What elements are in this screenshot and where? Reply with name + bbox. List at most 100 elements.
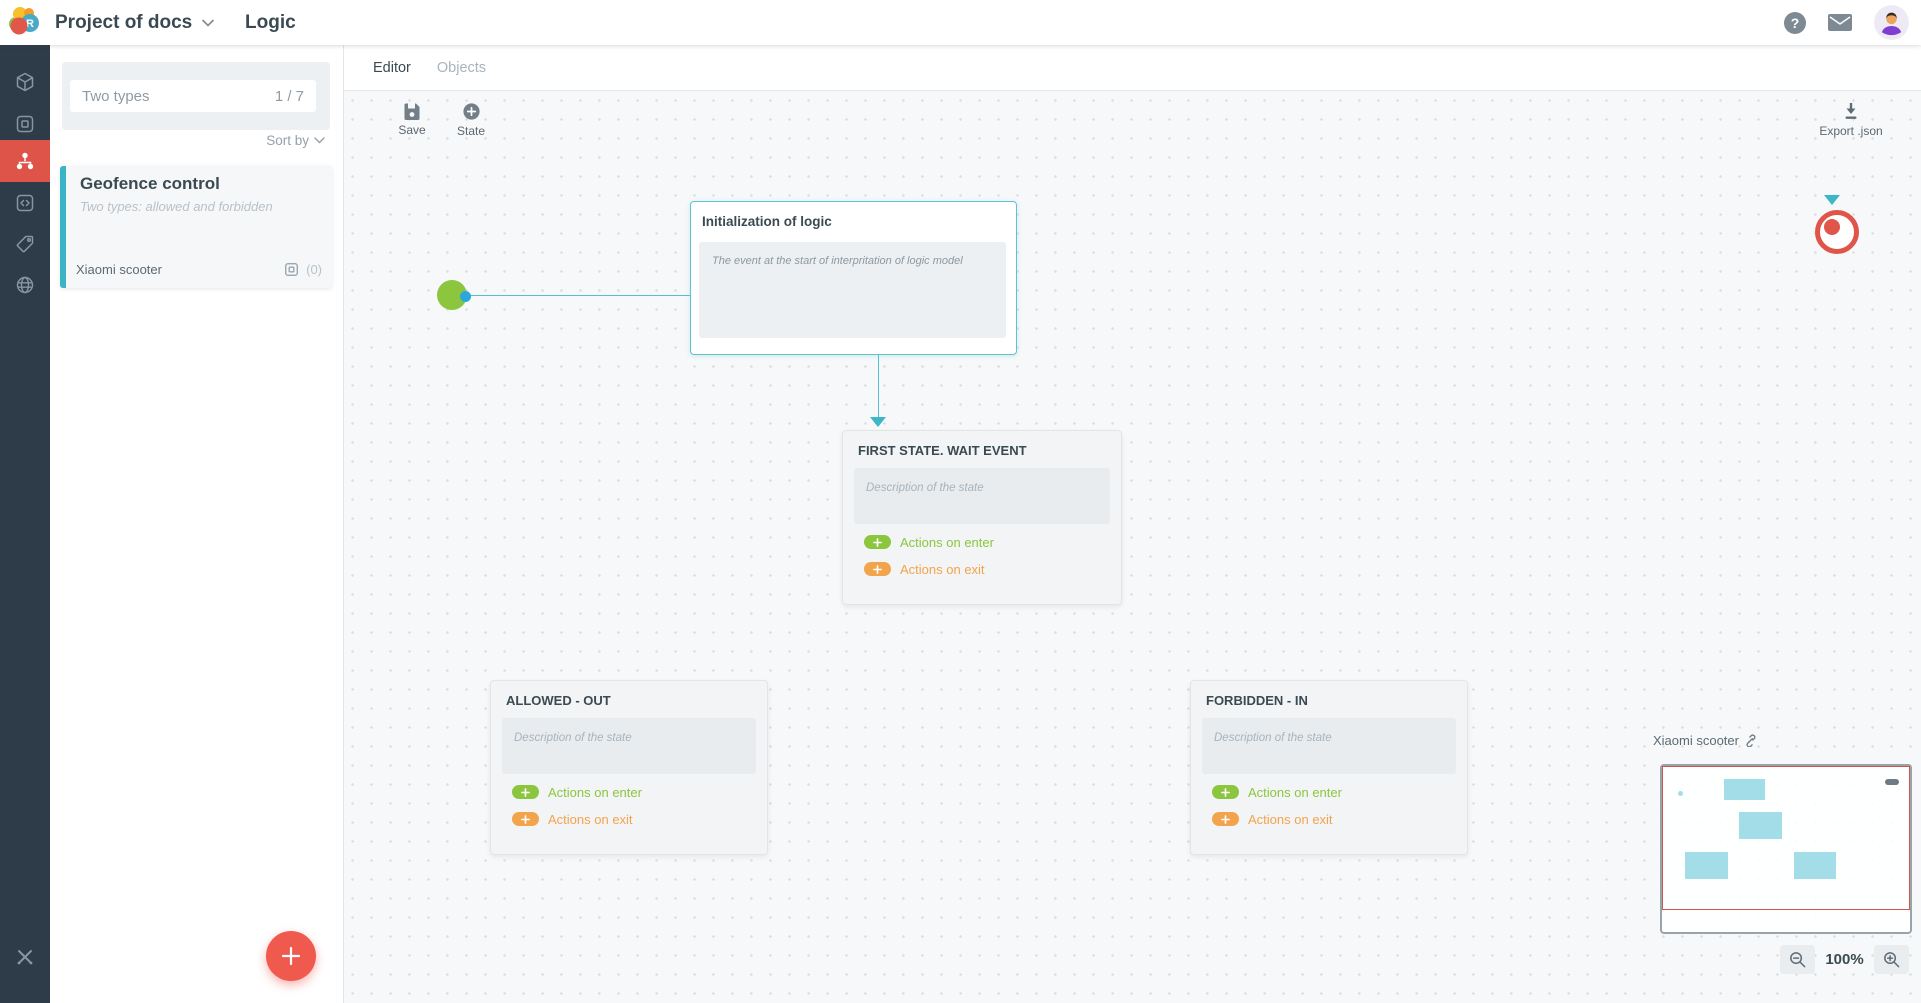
rightech-logo-icon[interactable]: R: [8, 6, 40, 38]
rail-item-logic-icon[interactable]: [0, 140, 50, 182]
sort-by-label: Sort by: [266, 133, 309, 148]
node-initialization-of-logic[interactable]: Initialization of logic The event at the…: [690, 201, 1017, 355]
link-icon[interactable]: [1744, 734, 1757, 747]
plus-icon[interactable]: [864, 562, 891, 576]
node-description[interactable]: The event at the start of interpritation…: [699, 242, 1006, 338]
export-json-label: Export .json: [1819, 124, 1883, 138]
minimap-forbidden-node: [1794, 852, 1836, 879]
minimap[interactable]: [1660, 764, 1912, 934]
bound-object-meta: (0): [283, 261, 322, 278]
sort-by-control[interactable]: Sort by: [266, 133, 325, 148]
zoom-in-icon: [1884, 952, 1900, 968]
plus-icon[interactable]: [1212, 812, 1239, 826]
zoom-level: 100%: [1825, 951, 1864, 968]
description-placeholder: Description of the state: [514, 732, 632, 744]
zoom-in-button[interactable]: [1874, 945, 1909, 974]
side-rail: [0, 45, 50, 1003]
node-forbidden-in[interactable]: FORBIDDEN - IN Description of the state …: [1190, 680, 1468, 855]
node-title: FORBIDDEN - IN: [1206, 693, 1308, 708]
zoom-out-button[interactable]: [1780, 945, 1815, 974]
actions-on-exit-label[interactable]: Actions on exit: [900, 561, 985, 577]
edge-init-to-first-state: [878, 353, 879, 417]
topbar: R Project of docs Logic ?: [0, 0, 1921, 45]
mail-icon[interactable]: [1828, 14, 1852, 31]
minimap-target-node: [1885, 779, 1899, 785]
final-target-node[interactable]: [1815, 210, 1859, 254]
minimap-allowed-node: [1685, 852, 1728, 879]
plus-icon[interactable]: [512, 812, 539, 826]
plus-icon[interactable]: [512, 785, 539, 799]
plus-icon[interactable]: [1212, 785, 1239, 799]
zoom-out-icon: [1790, 952, 1806, 968]
svg-text:R: R: [26, 18, 34, 30]
tab-editor[interactable]: Editor: [373, 59, 411, 76]
save-floppy-icon: [404, 103, 420, 120]
plus-icon[interactable]: [864, 535, 891, 549]
help-icon[interactable]: ?: [1784, 11, 1806, 34]
actions-on-exit[interactable]: Actions on exit: [864, 561, 985, 577]
project-selector[interactable]: Project of docs: [55, 0, 215, 45]
target-arrowhead-icon: [1824, 195, 1840, 205]
logic-card-subtitle: Two types: allowed and forbidden: [80, 199, 273, 214]
logic-card-geofence-control[interactable]: Geofence control Two types: allowed and …: [60, 166, 332, 288]
node-allowed-out[interactable]: ALLOWED - OUT Description of the state A…: [490, 680, 768, 855]
edge-arrowhead-icon: [870, 417, 886, 427]
add-state-button[interactable]: State: [439, 102, 503, 138]
minimap-object-label: Xiaomi scooter: [1653, 733, 1757, 748]
plus-icon: [281, 946, 301, 966]
node-first-state[interactable]: FIRST STATE. WAIT EVENT Description of t…: [842, 430, 1122, 605]
tab-objects[interactable]: Objects: [436, 59, 487, 76]
chevron-down-icon: [314, 137, 325, 144]
search-container: Two types 1 / 7: [62, 62, 330, 130]
save-label: Save: [398, 123, 426, 137]
logic-list-panel: Two types 1 / 7 Sort by Geofence control…: [50, 45, 344, 1003]
actions-on-enter[interactable]: Actions on enter: [864, 534, 994, 550]
actions-on-exit[interactable]: Actions on exit: [1212, 811, 1333, 827]
chevron-down-icon: [202, 19, 215, 27]
project-name: Project of docs: [55, 12, 193, 33]
description-placeholder: Description of the state: [866, 482, 984, 494]
minimap-init-node: [1724, 779, 1765, 800]
search-input[interactable]: Two types 1 / 7: [70, 80, 316, 112]
export-json-button[interactable]: Export .json: [1819, 102, 1883, 138]
object-count: (0): [306, 261, 322, 277]
rail-item-cube-icon[interactable]: [0, 61, 50, 103]
start-port-icon[interactable]: [460, 291, 471, 302]
state-description-input[interactable]: Description of the state: [502, 718, 756, 774]
actions-on-exit-label[interactable]: Actions on exit: [548, 811, 633, 827]
rail-item-code-icon[interactable]: [0, 182, 50, 224]
topbar-actions: ?: [1784, 0, 1909, 45]
rail-item-globe-icon[interactable]: [0, 264, 50, 306]
actions-on-enter[interactable]: Actions on enter: [512, 784, 642, 800]
actions-on-enter-label[interactable]: Actions on enter: [548, 784, 642, 800]
actions-on-enter-label[interactable]: Actions on enter: [1248, 784, 1342, 800]
tabbar: Editor Objects: [343, 45, 1921, 91]
page-title: Logic: [245, 12, 296, 33]
state-description-input[interactable]: Description of the state: [854, 468, 1110, 524]
user-avatar[interactable]: [1874, 5, 1909, 40]
logic-card-footer[interactable]: Xiaomi scooter (0): [76, 257, 322, 281]
actions-on-exit[interactable]: Actions on exit: [512, 811, 633, 827]
rail-item-objects-icon[interactable]: [0, 103, 50, 145]
target-core-icon: [1824, 219, 1840, 235]
actions-on-enter-label[interactable]: Actions on enter: [900, 534, 994, 550]
minimap-start-node: [1678, 791, 1683, 796]
edge-start-to-init: [470, 295, 690, 296]
node-title: ALLOWED - OUT: [506, 693, 611, 708]
search-value: Two types: [82, 87, 150, 105]
add-logic-fab[interactable]: [266, 931, 316, 981]
state-label: State: [456, 124, 486, 138]
minimap-viewport[interactable]: [1662, 766, 1910, 910]
rail-item-tools-icon[interactable]: [0, 936, 50, 978]
rail-item-tag-icon[interactable]: [0, 223, 50, 265]
export-download-icon: [1845, 103, 1857, 119]
objects-icon[interactable]: [283, 261, 300, 278]
actions-on-enter[interactable]: Actions on enter: [1212, 784, 1342, 800]
logic-editor-canvas[interactable]: Save State Export .json Initiali: [343, 91, 1921, 1003]
logic-card-title: Geofence control: [80, 174, 220, 193]
actions-on-exit-label[interactable]: Actions on exit: [1248, 811, 1333, 827]
node-title: FIRST STATE. WAIT EVENT: [858, 443, 1027, 458]
state-description-input[interactable]: Description of the state: [1202, 718, 1456, 774]
save-button[interactable]: Save: [380, 102, 444, 137]
